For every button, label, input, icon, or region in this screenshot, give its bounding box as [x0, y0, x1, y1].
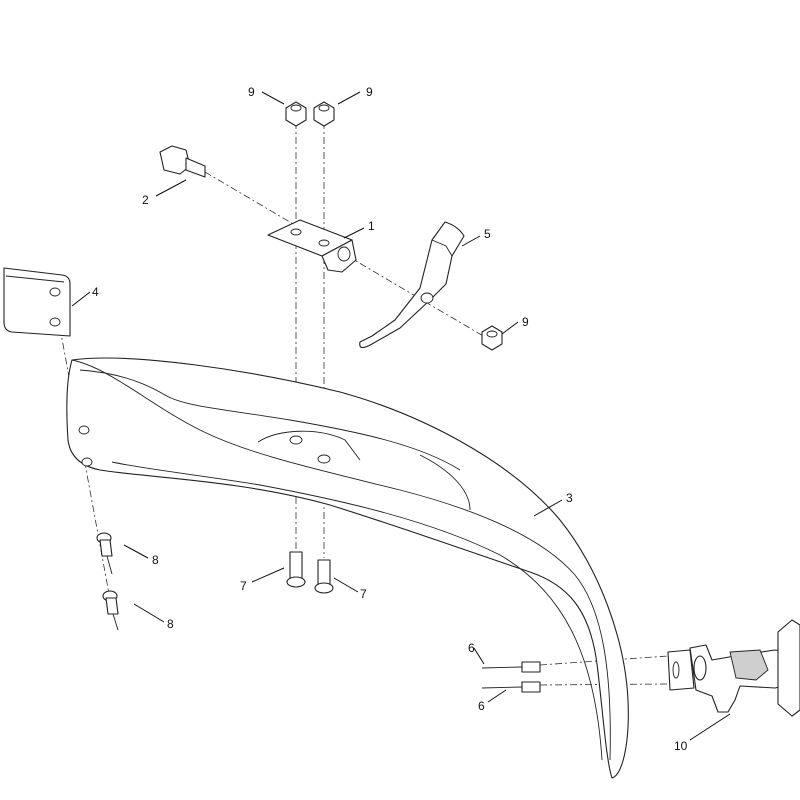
- callout-5: 5: [484, 227, 491, 241]
- hex-nut: [481, 325, 503, 351]
- callout-9: 9: [248, 85, 255, 99]
- hex-nut: [285, 101, 307, 127]
- callout-2: 2: [142, 193, 149, 207]
- callout-6: 6: [468, 641, 475, 655]
- callout-1: 1: [368, 219, 375, 233]
- callout-10: 10: [674, 739, 688, 753]
- hex-bolt: [159, 145, 206, 178]
- callout-8: 8: [152, 553, 159, 567]
- callout-9: 9: [522, 315, 529, 329]
- latch-handle-assembly: [667, 619, 800, 717]
- callout-4: 4: [92, 285, 99, 299]
- callout-9: 9: [366, 85, 373, 99]
- side-plate: [3, 267, 71, 337]
- pop-rivet: [481, 661, 541, 673]
- rivet: [102, 590, 119, 631]
- rivet: [96, 532, 113, 575]
- callout-7: 7: [360, 587, 367, 601]
- deflector-shield: [66, 357, 629, 779]
- callout-3: 3: [566, 491, 573, 505]
- callout-8: 8: [167, 617, 174, 631]
- carriage-bolt: [314, 559, 334, 594]
- latch-arm: [359, 221, 465, 349]
- mounting-bracket: [267, 219, 357, 273]
- hex-nut: [313, 101, 335, 127]
- carriage-bolt: [286, 551, 306, 588]
- pop-rivet: [481, 681, 541, 693]
- callout-6: 6: [478, 699, 485, 713]
- leader-lines: [71, 91, 731, 741]
- callout-7: 7: [240, 579, 247, 593]
